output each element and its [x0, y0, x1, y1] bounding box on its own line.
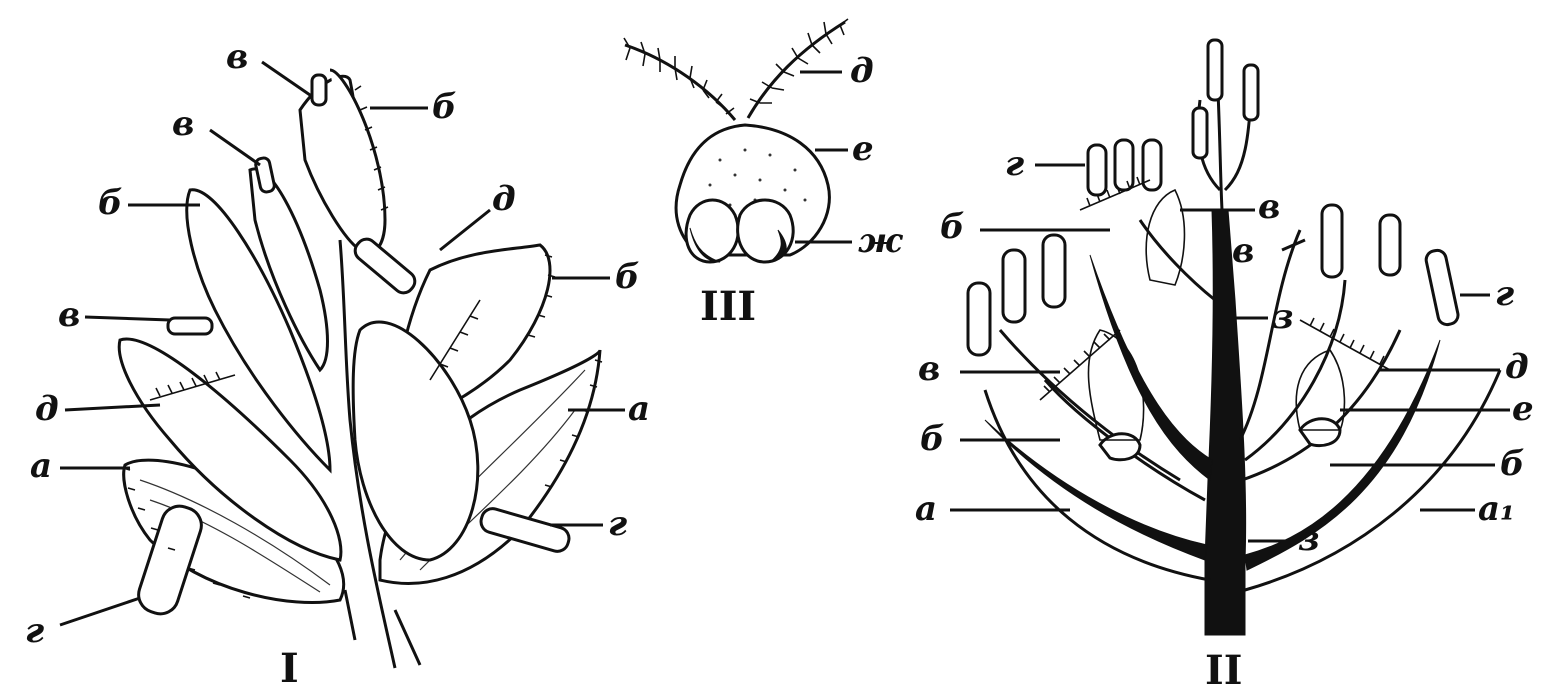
leader-g1: [60, 598, 140, 625]
top-anther-1: [1208, 40, 1222, 100]
stigma-left-axis: [625, 45, 735, 120]
label-II-b3: б: [1500, 444, 1525, 484]
anther-L3: [1043, 235, 1065, 307]
anther-L2: [1003, 250, 1025, 322]
figure-I-numeral: I: [280, 645, 299, 692]
label-II-v1: в: [1258, 187, 1280, 227]
stigma-L: [1040, 330, 1120, 400]
label-I-a2: а: [628, 389, 650, 429]
label-I-g1: г: [25, 611, 44, 651]
label-II-z1: з: [1272, 297, 1294, 337]
label-II-b2: б: [920, 419, 945, 459]
anther-R3: [1425, 249, 1460, 327]
label-I-g2: г: [608, 504, 627, 544]
label-III-e: е: [852, 129, 874, 169]
label-II-a1: а₁: [1478, 489, 1515, 529]
stigma-R: [1300, 318, 1390, 370]
figure-II-drawing: [950, 40, 1510, 635]
label-I-v2: в: [172, 104, 194, 144]
main-axis: [1205, 210, 1246, 635]
label-II-v2: в: [1232, 231, 1254, 271]
label-II-z2: з: [1298, 519, 1320, 559]
label-I-b3: б: [615, 257, 640, 297]
label-II-a: а: [915, 489, 937, 529]
label-II-v3: в: [918, 349, 940, 389]
label-II-g1: г: [1005, 144, 1024, 184]
label-III-zh: ж: [858, 221, 904, 261]
figure-II-numeral: II: [1205, 647, 1242, 693]
figure-III-numeral: III: [700, 283, 756, 330]
label-II-b1: б: [940, 207, 965, 247]
leader-v3: [85, 317, 170, 320]
label-I-b1: б: [432, 87, 457, 127]
ovary-left: [1100, 434, 1140, 460]
label-I-v1: в: [226, 37, 248, 77]
anther-top: [312, 75, 326, 105]
leader-d1: [440, 210, 490, 250]
label-I-a1: а: [30, 446, 52, 486]
top-anther-3: [1193, 108, 1207, 158]
anther-L5: [1115, 140, 1133, 190]
label-I-v3: в: [58, 295, 80, 335]
anther-L1: [968, 283, 990, 355]
rachis-base: [345, 590, 420, 665]
label-I-d1: д: [492, 179, 516, 219]
top-anther-2: [1244, 65, 1258, 120]
label-I-b2: б: [98, 183, 123, 223]
leader-v1: [262, 62, 310, 95]
anther-L4: [1088, 145, 1106, 195]
label-II-d: д: [1505, 347, 1529, 387]
branch-left-upper: [1140, 220, 1215, 300]
branch-a-right: [1245, 340, 1440, 570]
figure-I-drawing: [60, 62, 625, 668]
figure-III-drawing: [624, 19, 852, 262]
label-III-d: д: [850, 51, 874, 91]
label-I-d2: д: [35, 389, 59, 429]
anther-R1: [1322, 205, 1342, 277]
label-II-e: е: [1512, 389, 1534, 429]
ovary-right: [1300, 419, 1340, 446]
leader-v2: [210, 130, 260, 165]
label-II-g2: г: [1495, 274, 1514, 314]
lemma-outline-L: [1088, 330, 1143, 440]
anther-center: [351, 235, 419, 297]
anther-left: [168, 318, 212, 334]
anther-R2: [1380, 215, 1400, 275]
lodicule-left: [686, 200, 738, 262]
